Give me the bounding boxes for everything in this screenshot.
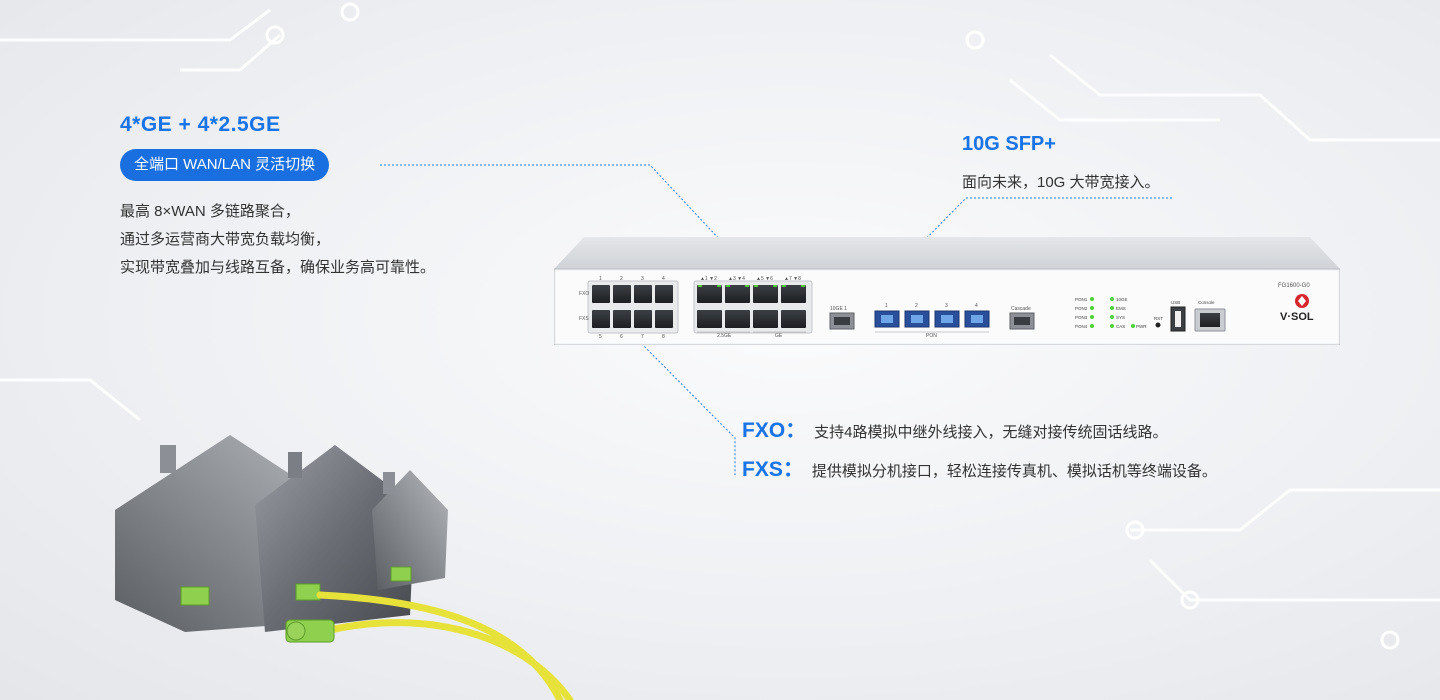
led-label-cas: CAS xyxy=(1116,324,1126,329)
house-icon xyxy=(372,470,448,590)
fxo-description: 支持4路模拟中继外线接入，无缝对接传统固话线路。 xyxy=(814,424,1168,441)
sfp-feature-description: 面向未来，10G 大带宽接入。 xyxy=(962,174,1160,191)
status-led xyxy=(1110,306,1114,310)
led-label-ems: EMS xyxy=(1116,306,1126,311)
status-led xyxy=(1090,297,1094,301)
phone-port-number: 3 xyxy=(641,276,644,282)
device-chassis xyxy=(554,237,1340,345)
ge-desc-line-1: 最高 8×WAN 多链路聚合， xyxy=(120,203,300,220)
status-led xyxy=(1110,324,1114,328)
eth-port-number: ▲5 ▼6 xyxy=(756,276,773,282)
status-led xyxy=(1131,324,1135,328)
led-label-10ge: 10GE xyxy=(1116,297,1128,302)
wan-lan-switch-badge: 全端口 WAN/LAN 灵活切换 xyxy=(120,149,330,181)
led-label-sys: SYS xyxy=(1116,315,1126,320)
status-led xyxy=(1090,324,1094,328)
sfp-feature-title: 10G SFP+ xyxy=(962,133,1056,155)
led-label-pon2: PON2 xyxy=(1075,306,1088,311)
phone-port-number: 2 xyxy=(620,276,623,282)
status-led xyxy=(1110,297,1114,301)
led-label-pon1: PON1 xyxy=(1075,297,1088,302)
house-icon xyxy=(255,445,415,632)
fxs-label: FXS： xyxy=(742,458,804,481)
rst-label: RST xyxy=(1154,316,1163,321)
phone-port-number: 1 xyxy=(599,276,602,282)
led-label-pon4: PON4 xyxy=(1075,324,1088,329)
sfp-port-label: 10GE 1 xyxy=(830,306,847,312)
brand-logo: V·SOL xyxy=(1280,311,1314,323)
status-led xyxy=(1090,306,1094,310)
gateway-device: FXO FXS 1 2 3 4 5 6 7 8 ▲1 ▼2 ▲3 ▼4 ▲5 ▼… xyxy=(554,237,1340,345)
eth-2-5ge-label: 2.5GE xyxy=(717,333,732,339)
console-label: Console xyxy=(1198,300,1215,305)
led-label-pon3: PON3 xyxy=(1075,315,1088,320)
ge-feature-description: 最高 8×WAN 多链路聚合， 通过多运营商大带宽负载均衡， 实现带宽叠加与线路… xyxy=(120,198,435,282)
phone-port-number: 7 xyxy=(641,334,644,340)
eth-ge-label: GE xyxy=(775,333,783,339)
led-label-pwr: PWR xyxy=(1136,324,1147,329)
pon-port-number: 3 xyxy=(945,303,948,309)
fxo-port-label: FXO xyxy=(579,291,590,297)
eth-port-number: ▲1 ▼2 xyxy=(700,276,717,282)
phone-port-number: 6 xyxy=(620,334,623,340)
eth-port-number: ▲7 ▼8 xyxy=(784,276,801,282)
status-led xyxy=(1110,315,1114,319)
model-label: FG1600-G0 xyxy=(1278,283,1310,289)
ge-desc-line-2: 通过多运营商大带宽负载均衡， xyxy=(120,231,331,248)
ge-desc-line-3: 实现带宽叠加与线路互备，确保业务高可靠性。 xyxy=(120,259,436,276)
cascade-port-label: Cascade xyxy=(1011,306,1031,312)
fxo-feature: FXO： 支持4路模拟中继外线接入，无缝对接传统固话线路。 xyxy=(742,414,1168,444)
fxs-feature: FXS： 提供模拟分机接口，轻松连接传真机、模拟话机等终端设备。 xyxy=(742,453,1217,483)
pon-port-number: 4 xyxy=(975,303,978,309)
phone-port-number: 5 xyxy=(599,334,602,340)
fxs-description: 提供模拟分机接口，轻松连接传真机、模拟话机等终端设备。 xyxy=(811,463,1217,480)
ge-feature-title: 4*GE + 4*2.5GE xyxy=(120,113,281,136)
status-led xyxy=(1090,315,1094,319)
phone-port-number: 8 xyxy=(662,334,665,340)
pon-group-label: PON xyxy=(926,333,937,339)
pon-port-number: 2 xyxy=(915,303,918,309)
fxs-port-label: FXS xyxy=(579,316,589,322)
usb-label: USB xyxy=(1171,300,1181,305)
eth-port-number: ▲3 ▼4 xyxy=(728,276,745,282)
fxo-label: FXO： xyxy=(742,419,807,442)
pon-port-number: 1 xyxy=(885,303,888,309)
phone-port-number: 4 xyxy=(662,276,665,282)
